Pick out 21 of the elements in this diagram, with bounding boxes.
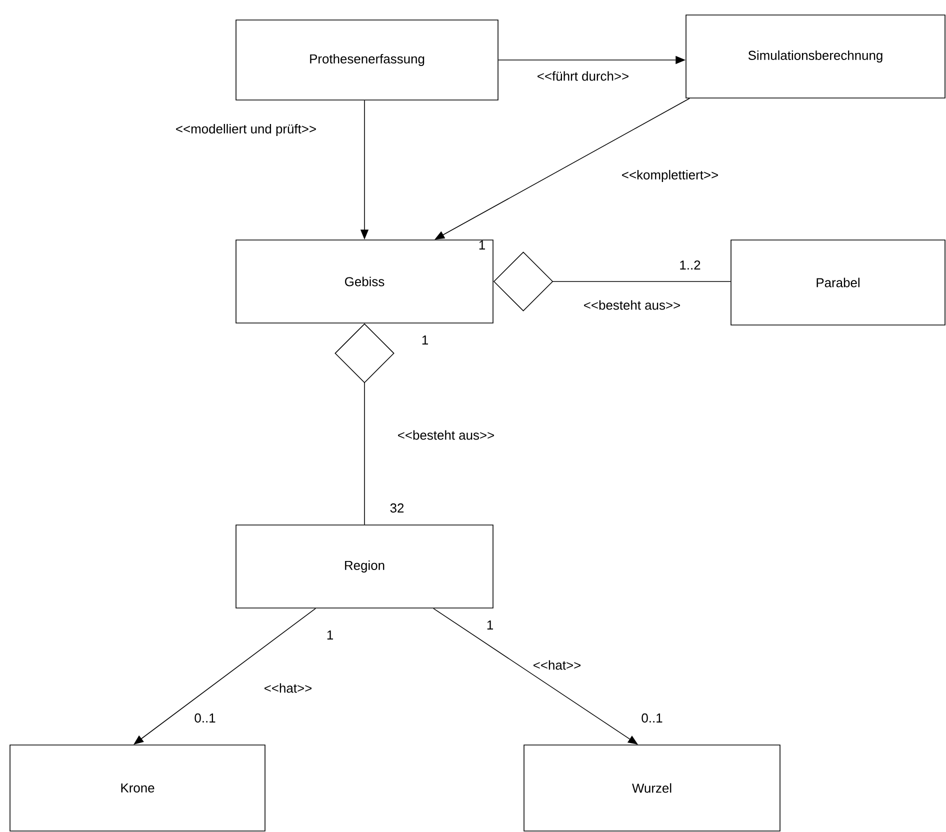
- multiplicity-label: 0..1: [194, 713, 216, 723]
- multiplicity-label: 0..1: [642, 713, 662, 723]
- edge-label: <<modelliert und prüft>>: [174, 122, 318, 138]
- class-box: Wurzel: [524, 744, 780, 832]
- class-box: Simulationsberechnung: [686, 14, 946, 98]
- multiplicity-label: 1: [479, 240, 485, 250]
- edge-label: <<komplettiert>>: [620, 168, 720, 184]
- edge-label: <<besteht aus>>: [396, 429, 496, 441]
- edge-label: <<hat>>: [532, 659, 582, 671]
- class-box: Krone: [10, 744, 266, 832]
- edge-label: <<führt durch>>: [536, 70, 630, 82]
- class-box: Parabel: [730, 240, 946, 326]
- multiplicity-label: 1: [327, 630, 333, 640]
- edge-label: <<hat>>: [262, 682, 314, 694]
- edge-label: <<besteht aus>>: [582, 299, 682, 311]
- multiplicity-label: 1: [487, 620, 493, 630]
- multiplicity-label: 1: [422, 336, 428, 344]
- class-box: Prothesenerfassung: [236, 20, 498, 100]
- multiplicity-label: 1..2: [680, 260, 700, 270]
- multiplicity-label: 32: [390, 503, 404, 513]
- class-box: Region: [236, 524, 494, 608]
